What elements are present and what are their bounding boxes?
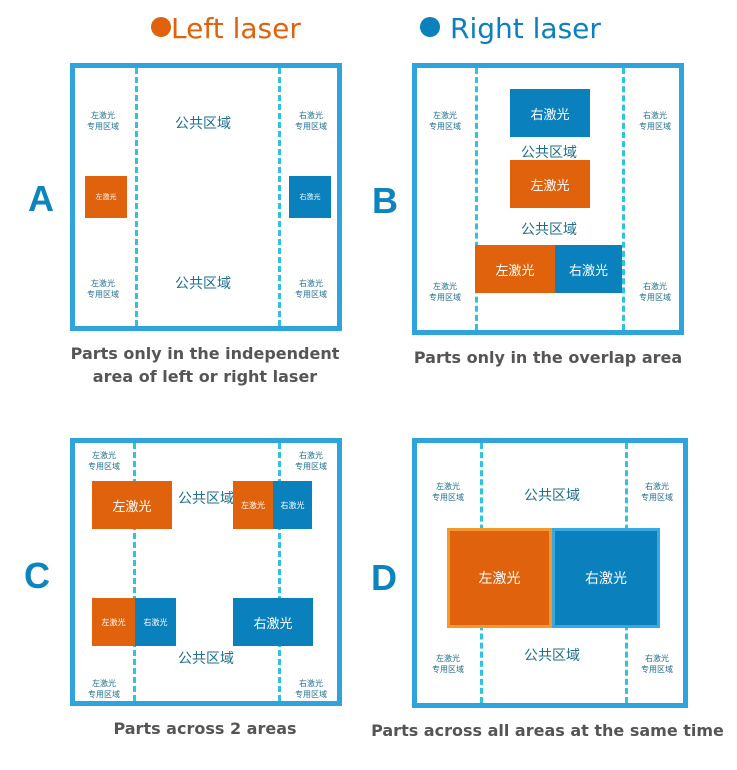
- orange-dot-icon: [151, 17, 171, 37]
- left-zone-label-top: 左激光专用区域: [429, 111, 461, 131]
- left-laser-part: 左激光: [85, 176, 127, 218]
- panel-d-caption: Parts across all areas at the same time: [371, 721, 724, 740]
- right-laser-part-large: 右激光: [233, 598, 313, 646]
- left-zone-label-top: 左激光专用区域: [432, 482, 464, 502]
- divider-right: [278, 443, 281, 701]
- panel-c-caption: Parts across 2 areas: [113, 719, 297, 738]
- left-zone-label-top: 左激光专用区域: [87, 111, 119, 131]
- panel-letter-b: B: [372, 180, 398, 221]
- left-zone-label-bottom: 左激光专用区域: [432, 654, 464, 674]
- common-zone-label-1: 公共区域: [521, 145, 577, 161]
- left-zone-label-bottom: 左激光专用区域: [88, 679, 120, 699]
- blue-dot-icon: [420, 17, 440, 37]
- panel-a-caption: Parts only in the independent area of le…: [70, 344, 340, 386]
- left-zone-label-bottom: 左激光专用区域: [87, 279, 119, 299]
- panel-a: 左激光专用区域 右激光专用区域 左激光专用区域 右激光专用区域 公共区域 公共区…: [70, 63, 342, 331]
- panel-b: 左激光专用区域 右激光专用区域 左激光专用区域 右激光专用区域 右激光 公共区域…: [412, 63, 684, 335]
- divider-right: [278, 68, 281, 326]
- common-zone-label-bottom: 公共区域: [175, 276, 231, 292]
- left-zone-label-bottom: 左激光专用区域: [429, 282, 461, 302]
- left-laser-part-small-top: 左激光: [233, 481, 273, 529]
- legend-left-laser: Left laser: [151, 12, 301, 45]
- right-zone-label-bottom: 右激光专用区域: [639, 282, 671, 302]
- right-zone-label-top: 右激光专用区域: [641, 482, 673, 502]
- right-laser-part: 右激光: [552, 528, 660, 628]
- common-zone-label-top: 公共区域: [524, 488, 580, 504]
- legend-left-label: Left laser: [171, 12, 301, 45]
- common-zone-label-bottom: 公共区域: [524, 648, 580, 664]
- right-laser-part-small-top: 右激光: [273, 481, 312, 529]
- legend-right-laser: Right laser: [420, 12, 601, 45]
- common-zone-label-top: 公共区域: [175, 116, 231, 132]
- left-laser-part: 左激光: [510, 160, 590, 208]
- divider-left: [475, 68, 478, 330]
- panel-d: 左激光专用区域 右激光专用区域 左激光专用区域 右激光专用区域 公共区域 公共区…: [412, 438, 688, 708]
- common-zone-label-bottom: 公共区域: [178, 651, 234, 667]
- right-zone-label-top: 右激光专用区域: [295, 111, 327, 131]
- panel-letter-a: A: [28, 178, 54, 219]
- left-laser-part: 左激光: [447, 528, 552, 628]
- divider-left: [135, 68, 138, 326]
- left-laser-part-large: 左激光: [92, 481, 172, 529]
- panel-b-caption: Parts only in the overlap area: [413, 348, 683, 367]
- right-laser-part-small-bottom: 右激光: [135, 598, 176, 646]
- right-zone-label-bottom: 右激光专用区域: [641, 654, 673, 674]
- panel-letter-d: D: [371, 557, 397, 598]
- left-zone-label-top: 左激光专用区域: [88, 451, 120, 471]
- right-zone-label-bottom: 右激光专用区域: [295, 679, 327, 699]
- common-zone-label-2: 公共区域: [521, 222, 577, 238]
- right-zone-label-bottom: 右激光专用区域: [295, 279, 327, 299]
- panel-c: 左激光专用区域 右激光专用区域 左激光专用区域 右激光专用区域 公共区域 公共区…: [70, 438, 342, 706]
- common-zone-label-top: 公共区域: [178, 491, 234, 507]
- right-zone-label-top: 右激光专用区域: [639, 111, 671, 131]
- left-laser-part-joined: 左激光: [475, 245, 555, 293]
- divider-left: [133, 443, 136, 701]
- legend-right-label: Right laser: [450, 12, 601, 45]
- divider-right: [622, 68, 625, 330]
- panel-letter-c: C: [24, 555, 50, 596]
- right-laser-part: 右激光: [510, 89, 590, 137]
- right-laser-part-joined: 右激光: [555, 245, 622, 293]
- right-laser-part: 右激光: [289, 176, 331, 218]
- right-zone-label-top: 右激光专用区域: [295, 451, 327, 471]
- left-laser-part-small-bottom: 左激光: [92, 598, 135, 646]
